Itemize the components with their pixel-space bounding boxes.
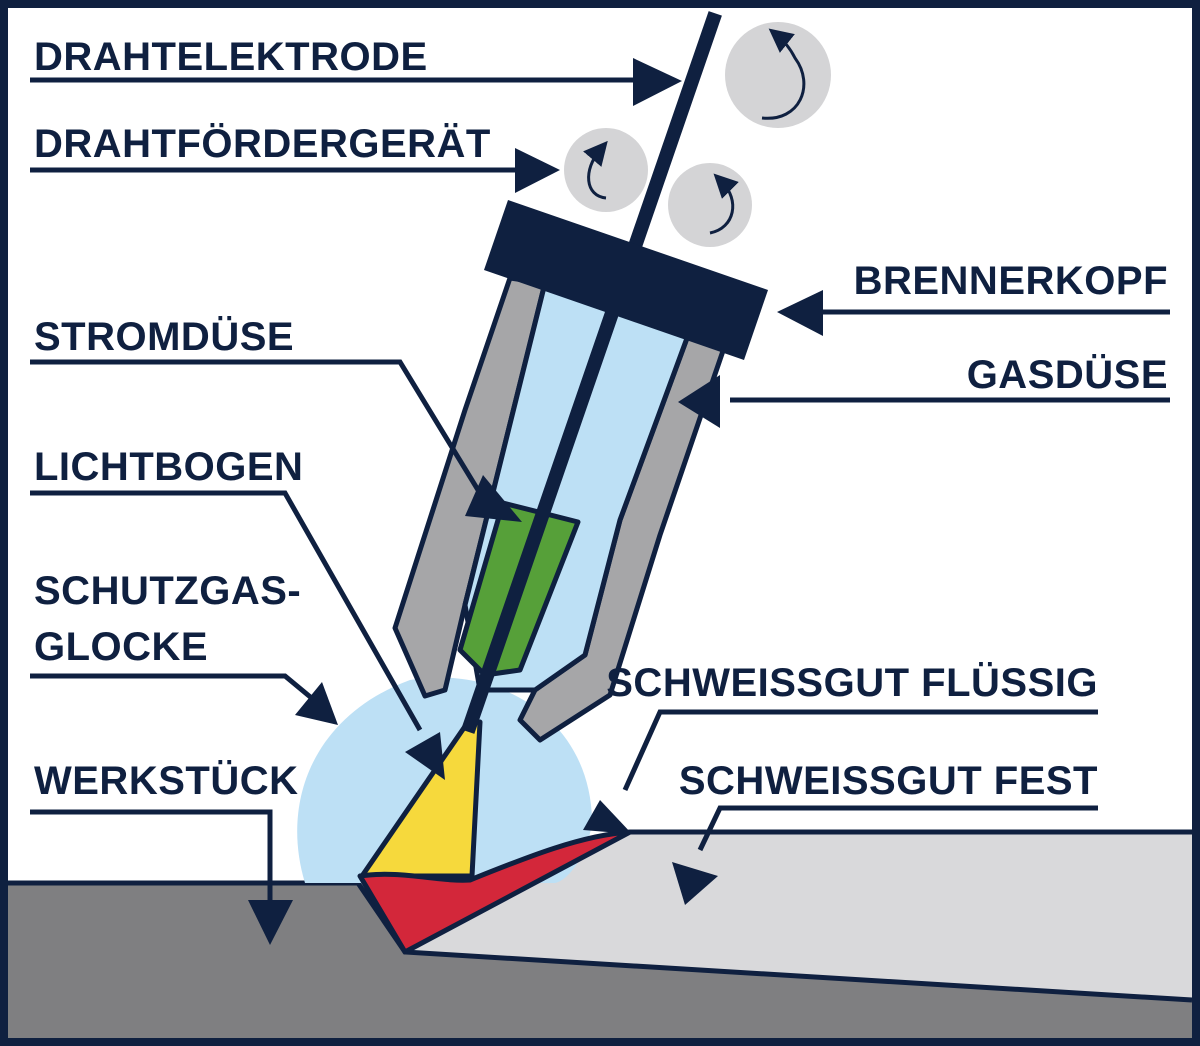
label-brennerkopf: BRENNERKOPF xyxy=(854,259,1168,303)
leader-lichtbogen xyxy=(30,490,423,732)
leader-lines xyxy=(30,77,1170,900)
pointer-arrow-icon xyxy=(678,375,720,428)
rotation-arrow-icon xyxy=(583,140,608,200)
burner-head xyxy=(484,200,768,360)
pointer-arrow-icon xyxy=(295,682,338,725)
pointer-arrow-icon xyxy=(515,148,560,193)
label-drahtfoerdergeraet: DRAHTFÖRDERGERÄT xyxy=(34,121,491,166)
wire-electrode xyxy=(461,11,722,734)
workpiece-outline xyxy=(8,880,1193,1003)
pointer-arrow-icon xyxy=(633,58,682,106)
workpiece-left xyxy=(8,883,1192,1038)
leader-arrowheads xyxy=(248,58,823,945)
leader-schutzgas xyxy=(30,673,322,707)
pointer-arrow-icon xyxy=(777,290,823,336)
pointer-arrow-icon xyxy=(672,862,718,905)
label-schutzgas-line1: SCHUTZGAS- xyxy=(34,569,301,613)
label-drahtelektrode: DRAHTELEKTRODE xyxy=(34,35,428,79)
feed-roller-right xyxy=(668,163,752,247)
label-stromduese: STROMDÜSE xyxy=(34,314,294,359)
leader-werkstueck xyxy=(30,809,273,900)
pointer-arrow-icon xyxy=(583,800,632,834)
label-werkstueck: WERKSTÜCK xyxy=(34,758,298,803)
workpiece-right xyxy=(405,832,1192,1000)
leader-stromduese xyxy=(30,359,481,492)
label-lichtbogen: LICHTBOGEN xyxy=(34,445,303,489)
weld-metal xyxy=(357,829,633,955)
feed-roller-left xyxy=(564,128,648,212)
leader-schweissgut-fest xyxy=(697,805,1098,852)
rotation-arrow-icon xyxy=(761,28,806,120)
label-schweissgut-fest: SCHWEISSGUT FEST xyxy=(679,759,1098,803)
label-gasduese: GASDÜSE xyxy=(967,352,1168,397)
label-schweissgut-fluessig: SCHWEISSGUT FLÜSSIG xyxy=(606,660,1098,705)
pointer-arrow-icon xyxy=(465,475,522,522)
pointer-arrow-icon xyxy=(405,732,445,780)
rotation-arrow-icon xyxy=(709,173,739,235)
leader-schweissgut-fluessig xyxy=(622,709,1098,792)
pointer-arrow-icon xyxy=(248,900,293,945)
label-schutzgas-line2: GLOCKE xyxy=(34,625,208,669)
drive-roller-large xyxy=(725,22,831,128)
